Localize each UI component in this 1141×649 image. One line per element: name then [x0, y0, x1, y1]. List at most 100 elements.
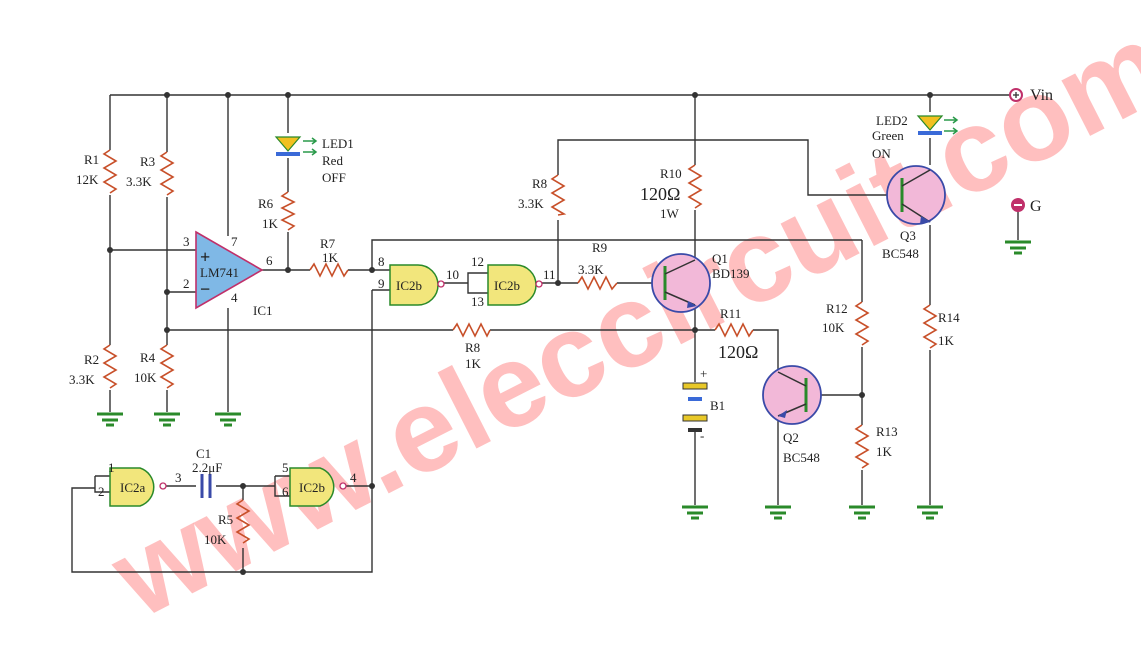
gate-ic2b-osc: IC2b 5 6 4 [282, 460, 357, 507]
ground-icon [765, 505, 791, 520]
gate-ic2b-second: IC2b 12 13 11 [471, 254, 556, 309]
led1-name: LED1 [322, 136, 354, 151]
q1-part: BD139 [712, 266, 750, 281]
r7-value: 1K [322, 250, 339, 265]
capacitor-c1 [200, 474, 212, 498]
r1-name: R1 [84, 152, 99, 167]
resistor-r1 [102, 149, 118, 194]
gate-ic2a: IC2a 1 2 3 [98, 460, 182, 507]
q2-part: BC548 [783, 450, 820, 465]
opamp-pin3: 3 [183, 234, 190, 249]
battery-b1 [682, 382, 708, 432]
led1-color: Red [322, 153, 343, 168]
battery-minus: - [700, 428, 704, 443]
r13-name: R13 [876, 424, 898, 439]
q3-part: BC548 [882, 246, 919, 261]
vin-terminal-icon [1009, 88, 1023, 102]
r9-value: 3.3K [578, 262, 604, 277]
resistor-r2 [102, 344, 118, 389]
gate-pin2: 2 [98, 484, 105, 499]
ground-icon [849, 505, 875, 520]
resistor-r3 [159, 151, 175, 196]
wires [71, 94, 1019, 573]
resistor-r8b [452, 322, 491, 338]
vin-label: Vin [1030, 87, 1053, 104]
ic1-name: IC1 [253, 303, 273, 318]
transistor-q1 [651, 253, 711, 313]
r5-name: R5 [218, 512, 233, 527]
opamp-pin4: 4 [231, 290, 238, 305]
gate-pin10: 10 [446, 267, 459, 282]
gate-pin8: 8 [378, 254, 385, 269]
r4-name: R4 [140, 350, 156, 365]
gate-ic2b-main: IC2b 8 9 10 [378, 254, 459, 306]
gate-pin1: 1 [108, 460, 115, 475]
r8b-value: 1K [465, 356, 482, 371]
q2-name: Q2 [783, 430, 799, 445]
led1-state: OFF [322, 170, 346, 185]
ground-icon [1005, 240, 1031, 255]
r3-name: R3 [140, 154, 155, 169]
resistors [102, 149, 938, 544]
resistor-r5 [235, 499, 251, 544]
led1-icon [274, 136, 318, 156]
gate-pin4: 4 [350, 470, 357, 485]
r10-value: 120Ω [640, 184, 680, 204]
gate-pin9: 9 [378, 276, 385, 291]
r14-value: 1K [938, 333, 955, 348]
led2-state: ON [872, 146, 891, 161]
resistor-r12 [854, 301, 870, 346]
transistor-q3 [886, 165, 946, 225]
junctions [107, 92, 933, 575]
r11-value: 120Ω [718, 342, 758, 362]
resistor-r13 [854, 424, 870, 469]
r9-name: R9 [592, 240, 607, 255]
labels: Vin G R1 12K R2 3.3K R3 3.3K R4 10K R6 1… [69, 87, 1053, 547]
gate-label: IC2b [494, 278, 520, 293]
ground-icon [97, 412, 123, 427]
r5-value: 10K [204, 532, 227, 547]
gate-pin5: 5 [282, 460, 289, 475]
r10-power: 1W [660, 206, 680, 221]
resistor-r7 [309, 262, 349, 278]
r14-name: R14 [938, 310, 960, 325]
g-label: G [1030, 198, 1042, 215]
b1-name: B1 [710, 398, 725, 413]
opamp-pin6: 6 [266, 253, 273, 268]
gate-label: IC2b [299, 480, 325, 495]
gate-pin11: 11 [543, 267, 556, 282]
q3-name: Q3 [900, 228, 916, 243]
opamp-minus: − [200, 279, 210, 299]
r8a-value: 3.3K [518, 196, 544, 211]
resistor-r10 [687, 164, 703, 209]
battery-plus: + [700, 366, 707, 381]
r13-value: 1K [876, 444, 893, 459]
q1-name: Q1 [712, 251, 728, 266]
r8b-name: R8 [465, 340, 480, 355]
opamp-pin2: 2 [183, 276, 190, 291]
ground-icon [215, 412, 241, 427]
gate-pin6: 6 [282, 484, 289, 499]
ground-icon [682, 505, 708, 520]
r4-value: 10K [134, 370, 157, 385]
r2-name: R2 [84, 352, 99, 367]
opamp-plus: + [200, 247, 210, 267]
ground-icon [917, 505, 943, 520]
resistor-r6 [280, 191, 296, 231]
r1-value: 12K [76, 172, 99, 187]
ground-icon [154, 412, 180, 427]
transistor-q2 [762, 365, 822, 425]
led2-name: LED2 [876, 113, 908, 128]
resistor-r9 [577, 275, 618, 291]
r12-name: R12 [826, 301, 848, 316]
c1-value: 2.2μF [192, 460, 222, 475]
r8a-name: R8 [532, 176, 547, 191]
gate-pin3: 3 [175, 470, 182, 485]
watermark-text: www.eleccircuit.com [91, 0, 1141, 644]
r2-value: 3.3K [69, 372, 95, 387]
r10-name: R10 [660, 166, 682, 181]
r6-value: 1K [262, 216, 279, 231]
r3-value: 3.3K [126, 174, 152, 189]
